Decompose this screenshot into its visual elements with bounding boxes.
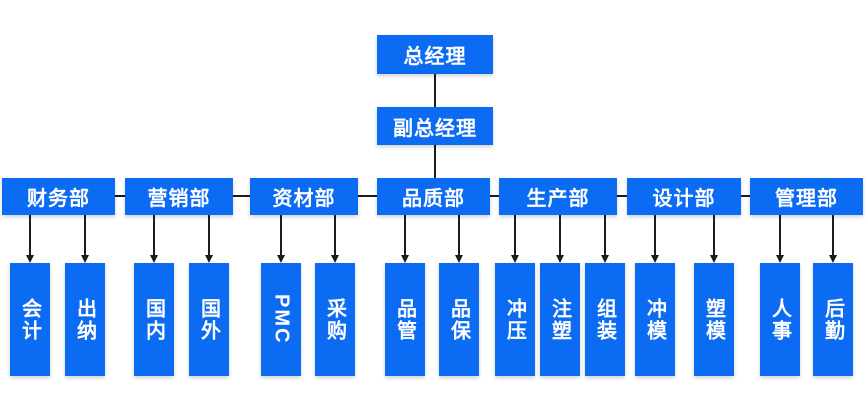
arrow-head-to-overseas [205,255,213,263]
arrow-head-to-accounting [26,255,34,263]
node-stamping-die: 冲模 [635,263,675,376]
arrow-line-to-quality-assurance [458,215,460,256]
node-dept-design: 设计部 [627,178,741,215]
node-dept-finance: 财务部 [2,178,115,215]
arrow-line-to-purchasing [334,215,336,256]
node-assembly: 组装 [585,263,625,376]
arrow-line-to-logistics [832,215,834,256]
node-dept-production: 生产部 [499,178,617,215]
arrow-line-to-plastic-mold [713,215,715,256]
arrow-line-to-domestic [153,215,155,256]
arrow-head-to-logistics [829,255,837,263]
node-human-resources: 人事 [760,263,800,376]
arrow-head-to-stamping-die [651,255,659,263]
arrow-head-to-human-resources [776,255,784,263]
arrow-line-to-human-resources [779,215,781,256]
connector-root-to-deputy [434,74,436,107]
arrow-line-to-pmc [280,215,282,256]
node-cashier: 出纳 [65,263,105,376]
arrow-head-to-quality-control [401,255,409,263]
node-purchasing: 采购 [315,263,355,376]
arrow-head-to-assembly [601,255,609,263]
node-plastic-mold: 塑模 [694,263,734,376]
node-quality-assurance: 品保 [439,263,479,376]
arrow-line-to-injection-molding [559,215,561,256]
arrow-head-to-domestic [150,255,158,263]
arrow-head-to-injection-molding [556,255,564,263]
node-domestic: 国内 [134,263,174,376]
node-dept-marketing: 营销部 [125,178,233,215]
arrow-line-to-assembly [604,215,606,256]
node-overseas: 国外 [189,263,229,376]
node-deputy-general-manager: 副总经理 [377,107,493,145]
node-dept-quality: 品质部 [377,178,490,215]
node-stamping: 冲压 [495,263,535,376]
arrow-line-to-cashier [84,215,86,256]
arrow-line-to-quality-control [404,215,406,256]
arrow-head-to-cashier [81,255,89,263]
arrow-line-to-stamping [514,215,516,256]
node-dept-admin: 管理部 [750,178,863,215]
node-injection-molding: 注塑 [540,263,580,376]
node-pmc: PMC [261,263,301,376]
node-dept-materials: 资材部 [250,178,358,215]
node-accounting: 会计 [10,263,50,376]
node-quality-control: 品管 [385,263,425,376]
arrow-head-to-pmc [277,255,285,263]
arrow-line-to-accounting [29,215,31,256]
arrow-head-to-purchasing [331,255,339,263]
arrow-line-to-stamping-die [654,215,656,256]
arrow-line-to-overseas [208,215,210,256]
arrow-head-to-stamping [511,255,519,263]
arrow-head-to-plastic-mold [710,255,718,263]
node-logistics: 后勤 [813,263,853,376]
node-general-manager: 总经理 [377,35,493,74]
arrow-head-to-quality-assurance [455,255,463,263]
connector-deputy-to-departments [434,145,436,178]
